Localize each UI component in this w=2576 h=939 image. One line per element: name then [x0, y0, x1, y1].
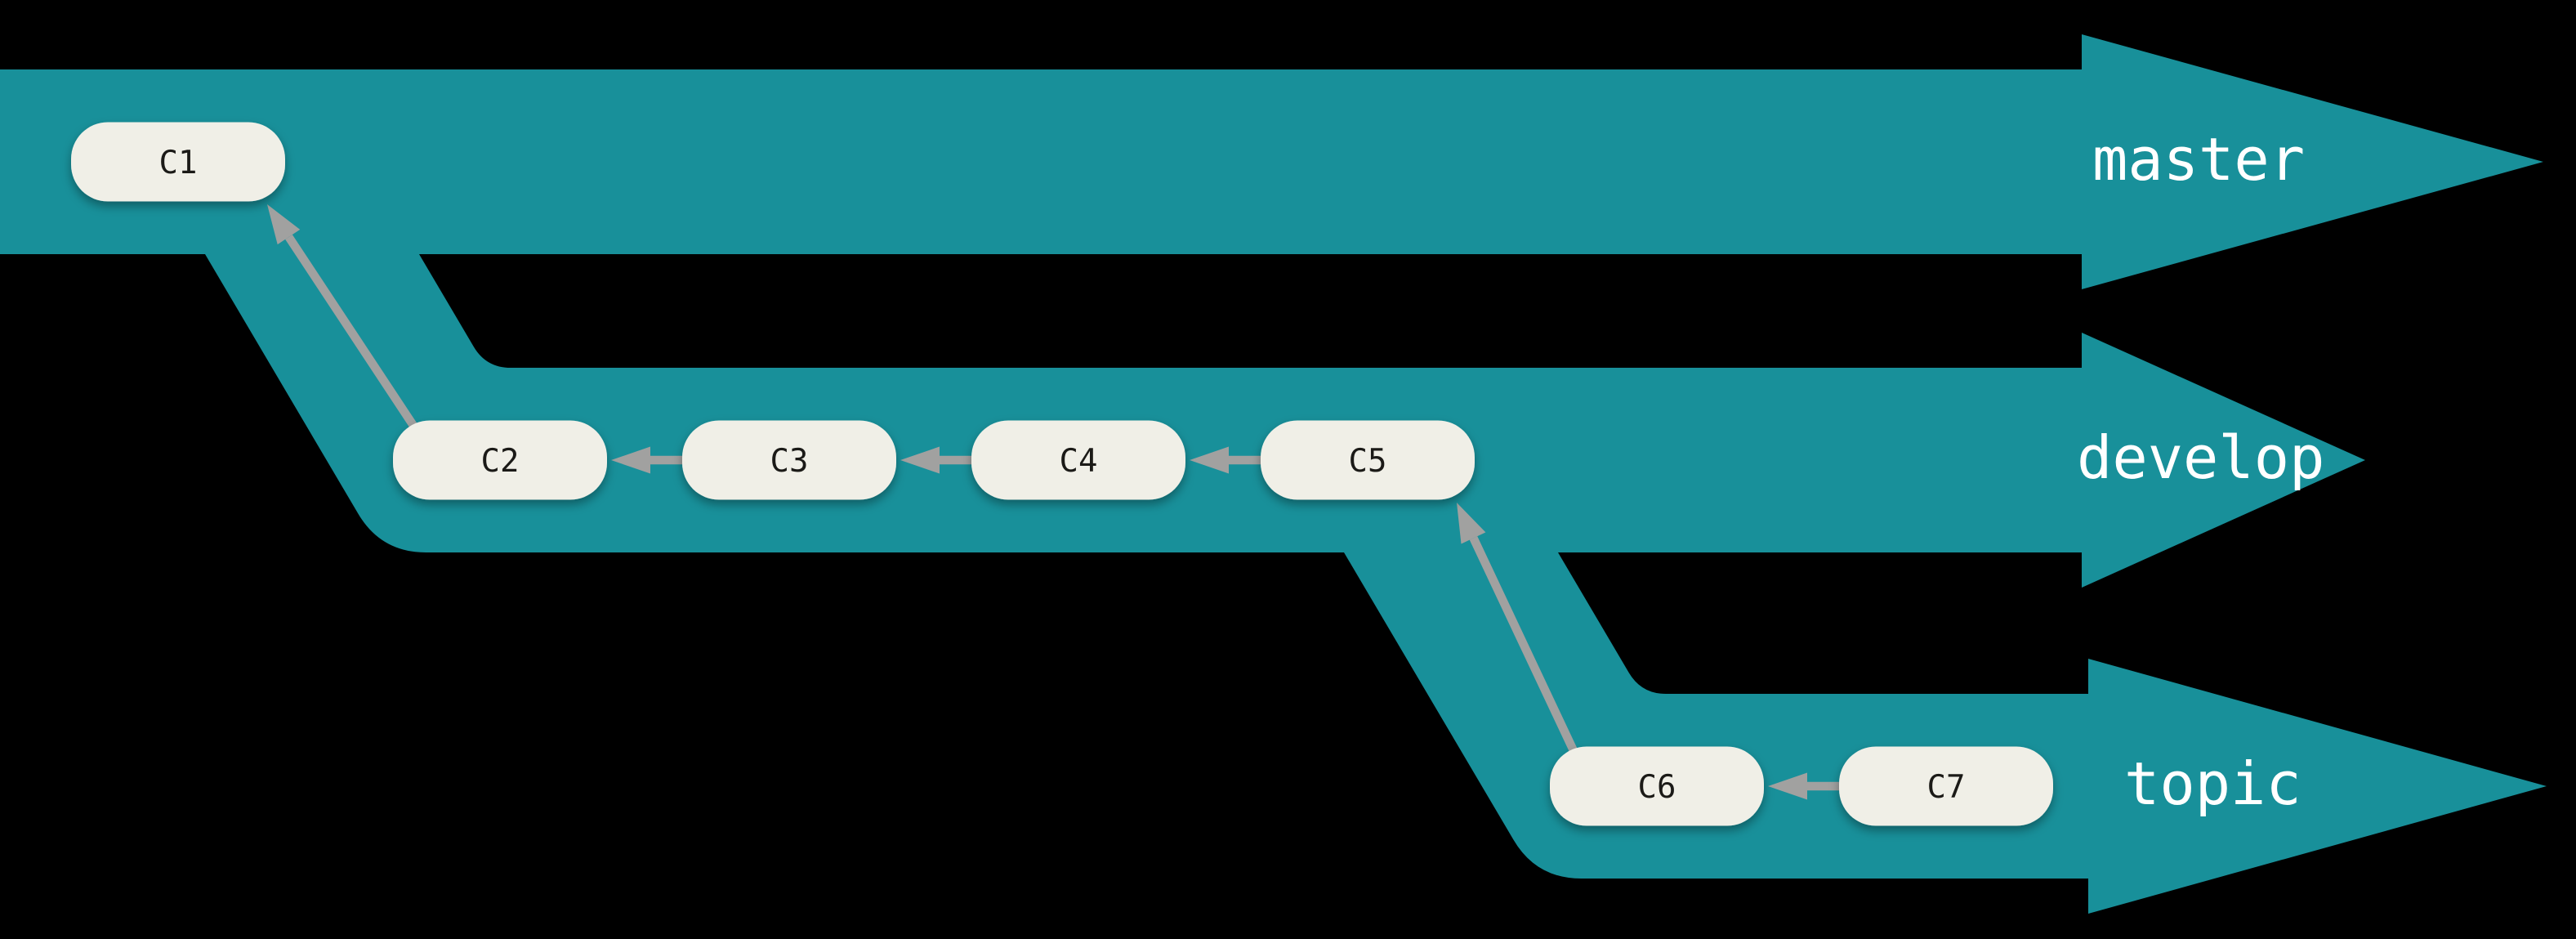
parent-arrow-c6-c5-head	[1457, 503, 1486, 544]
branch-arrowhead-master	[2082, 34, 2543, 289]
commit-box-c1	[71, 122, 285, 202]
branch-band-topic	[1344, 552, 2088, 879]
commit-node-c6: C6	[1550, 746, 1764, 826]
branch-arrowhead-topic	[2088, 659, 2547, 914]
branch-label-topic: topic	[2124, 749, 2301, 818]
branch-label-master: master	[2092, 125, 2305, 194]
parent-arrow-c6-c5	[1457, 503, 1587, 774]
parent-arrow-c3-c2-head	[611, 446, 650, 474]
parent-arrow-c4-c3-head	[900, 446, 940, 474]
commit-label-c7: C7	[1927, 769, 1966, 806]
parent-arrow-c2-c1	[267, 204, 431, 448]
branch-arrowhead-develop	[2082, 333, 2365, 588]
parent-arrow-c6-c5-shaft	[1469, 536, 1587, 774]
commit-label-c6: C6	[1638, 769, 1676, 806]
commit-box-c2	[393, 420, 607, 500]
parent-arrow-c2-c1-head	[267, 204, 301, 245]
commit-node-c4: C4	[971, 420, 1185, 500]
branch-lanes-layer	[0, 34, 2547, 914]
commit-node-c1: C1	[71, 122, 285, 202]
commit-label-c4: C4	[1060, 443, 1098, 480]
commit-box-c7	[1839, 746, 2053, 826]
branch-labels-layer: master develop topic	[2077, 125, 2324, 818]
branch-band-master	[0, 69, 2082, 254]
commit-label-c2: C2	[481, 443, 520, 480]
commit-node-c5: C5	[1261, 420, 1475, 500]
commit-node-c3: C3	[682, 420, 896, 500]
parent-arrow-c7-c6-head	[1768, 772, 1807, 800]
commit-label-c3: C3	[770, 443, 809, 480]
commit-box-c4	[971, 420, 1185, 500]
commit-label-c5: C5	[1349, 443, 1387, 480]
branch-label-develop: develop	[2077, 423, 2324, 492]
commit-label-c1: C1	[159, 145, 198, 181]
commit-node-c2: C2	[393, 420, 607, 500]
commit-node-c7: C7	[1839, 746, 2053, 826]
parent-arrow-c2-c1-shaft	[285, 235, 431, 448]
branch-band-develop	[205, 254, 2082, 552]
parent-arrow-c5-c4-head	[1190, 446, 1229, 474]
commit-box-c3	[682, 420, 896, 500]
commit-box-c6	[1550, 746, 1764, 826]
commit-box-c5	[1261, 420, 1475, 500]
